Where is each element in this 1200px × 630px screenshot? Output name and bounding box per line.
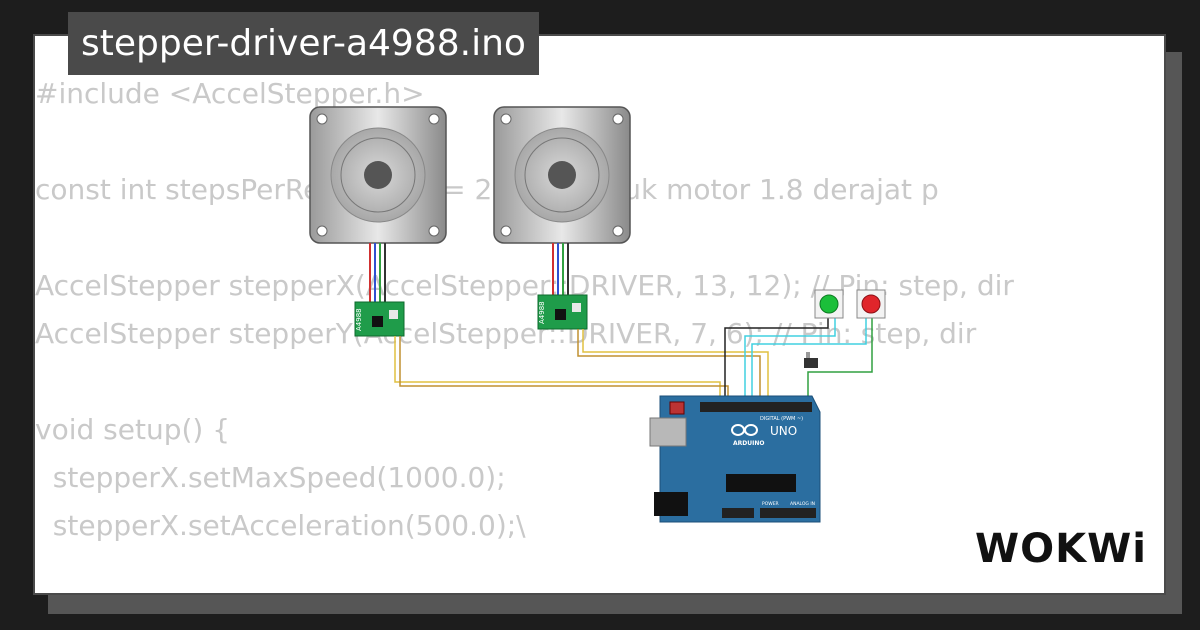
driver-wires <box>394 318 873 402</box>
arduino-power-label: POWER <box>762 501 779 507</box>
slide-switch[interactable] <box>804 352 818 368</box>
code-preview: #include <AccelStepper.h> const int step… <box>35 70 1099 550</box>
arduino-analog-label: ANALOG IN <box>790 501 815 507</box>
driver-2-label: A4988 <box>538 301 546 324</box>
code-line: stepperX.setAcceleration(500.0);\ <box>35 509 526 542</box>
stepper-motor-1-wires <box>369 243 386 302</box>
code-line: stepperX.setMaxSpeed(1000.0); <box>35 461 506 494</box>
code-line: #include <AccelStepper.h> <box>35 77 425 110</box>
arduino-logo-icon <box>731 424 758 436</box>
code-line: void setup() { <box>35 413 231 446</box>
arduino-uno-board[interactable]: UNO ARDUINO DIGITAL (PWM ~) POWER ANALOG… <box>649 395 821 523</box>
driver-1-label: A4988 <box>355 308 363 331</box>
push-button-green[interactable] <box>814 289 844 319</box>
push-button-red[interactable] <box>856 289 886 319</box>
a4988-driver-1[interactable]: A4988 <box>354 301 405 337</box>
code-line: AccelStepper stepperY(AccelStepper::DRIV… <box>35 317 977 350</box>
arduino-model: UNO <box>770 424 797 438</box>
stepper-motor-1[interactable] <box>309 106 447 244</box>
code-line: AccelStepper stepperX(AccelStepper::DRIV… <box>35 269 1014 302</box>
arduino-digital-label: DIGITAL (PWM ~) <box>760 416 803 422</box>
project-filename[interactable]: stepper-driver-a4988.ino <box>68 12 539 75</box>
stepper-motor-2[interactable] <box>493 106 631 244</box>
stepper-motor-2-wires <box>552 243 569 295</box>
arduino-brand: ARDUINO <box>733 440 764 447</box>
wokwi-logo: WOKWi <box>975 526 1147 572</box>
a4988-driver-2[interactable]: A4988 <box>537 294 588 330</box>
